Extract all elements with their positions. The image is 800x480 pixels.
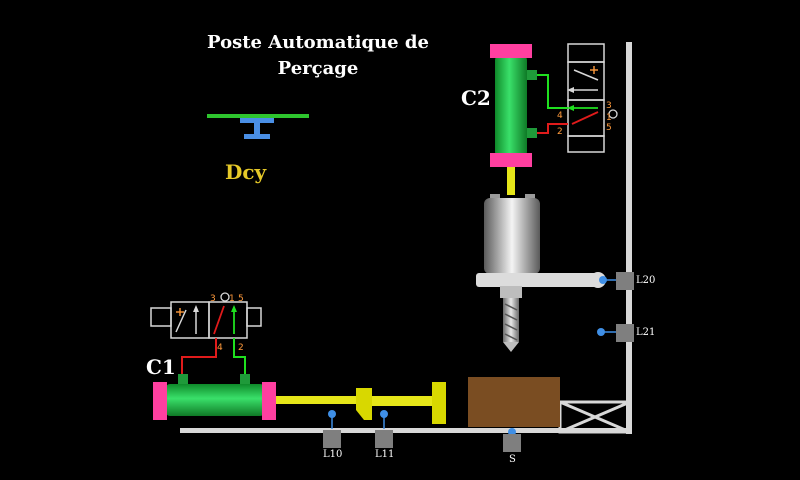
sensor-l21-label: L21 <box>636 327 656 338</box>
air-lines-c1 <box>181 338 246 374</box>
sensor-l10 <box>323 410 341 448</box>
sensor-l20 <box>599 272 634 290</box>
cylinder-c2-label: C2 <box>461 86 491 110</box>
workpiece <box>468 377 560 427</box>
diagram-title: Poste Automatique de Perçage <box>207 32 429 79</box>
sensor-l20-label: L20 <box>636 275 656 286</box>
piston-rod-c1 <box>276 382 446 424</box>
exhaust-icon-c2 <box>590 66 598 74</box>
drill-bit-icon <box>503 298 519 352</box>
sensor-s-label: S <box>509 454 516 465</box>
pressure-source-icon-c2 <box>608 109 618 119</box>
valve-c2-port-2: 2 <box>557 127 563 137</box>
start-button-label: Dcy <box>225 160 267 184</box>
sensor-l10-label: L10 <box>323 449 343 460</box>
exhaust-icon <box>176 308 184 316</box>
valve-c1-port-labels: 3 1 5 4 2 <box>210 294 244 353</box>
pressure-source-icon <box>220 292 230 302</box>
valve-c2-port-1: 1 <box>606 113 612 123</box>
sensor-l11-label: L11 <box>375 449 395 460</box>
piston-rod-c2 <box>507 167 515 195</box>
valve-c2-port-4: 4 <box>557 111 563 121</box>
valve-c2-port-labels: 3 1 5 4 2 <box>557 101 612 137</box>
sensor-l11 <box>375 410 393 448</box>
valve-c1 <box>150 301 262 339</box>
sensor-l21 <box>597 324 634 342</box>
cylinder-c1 <box>153 374 276 420</box>
cylinder-c2 <box>490 44 537 167</box>
sensor-s <box>503 428 521 452</box>
drill-chuck-icon <box>484 194 540 274</box>
valve-c1-port-2: 2 <box>238 343 244 353</box>
air-lines-c2 <box>537 74 568 134</box>
cylinder-c1-label: C1 <box>146 355 176 379</box>
start-button[interactable] <box>207 114 309 139</box>
valve-c2-port-3: 3 <box>606 101 612 111</box>
valve-c1-port-3: 3 <box>210 294 216 304</box>
spindle-arm <box>476 272 606 298</box>
valve-c1-port-5: 5 <box>238 294 244 304</box>
valve-c2-port-5: 5 <box>606 123 612 133</box>
valve-c2 <box>567 43 605 153</box>
valve-c1-port-4: 4 <box>217 343 223 353</box>
valve-c1-port-1: 1 <box>229 294 235 304</box>
